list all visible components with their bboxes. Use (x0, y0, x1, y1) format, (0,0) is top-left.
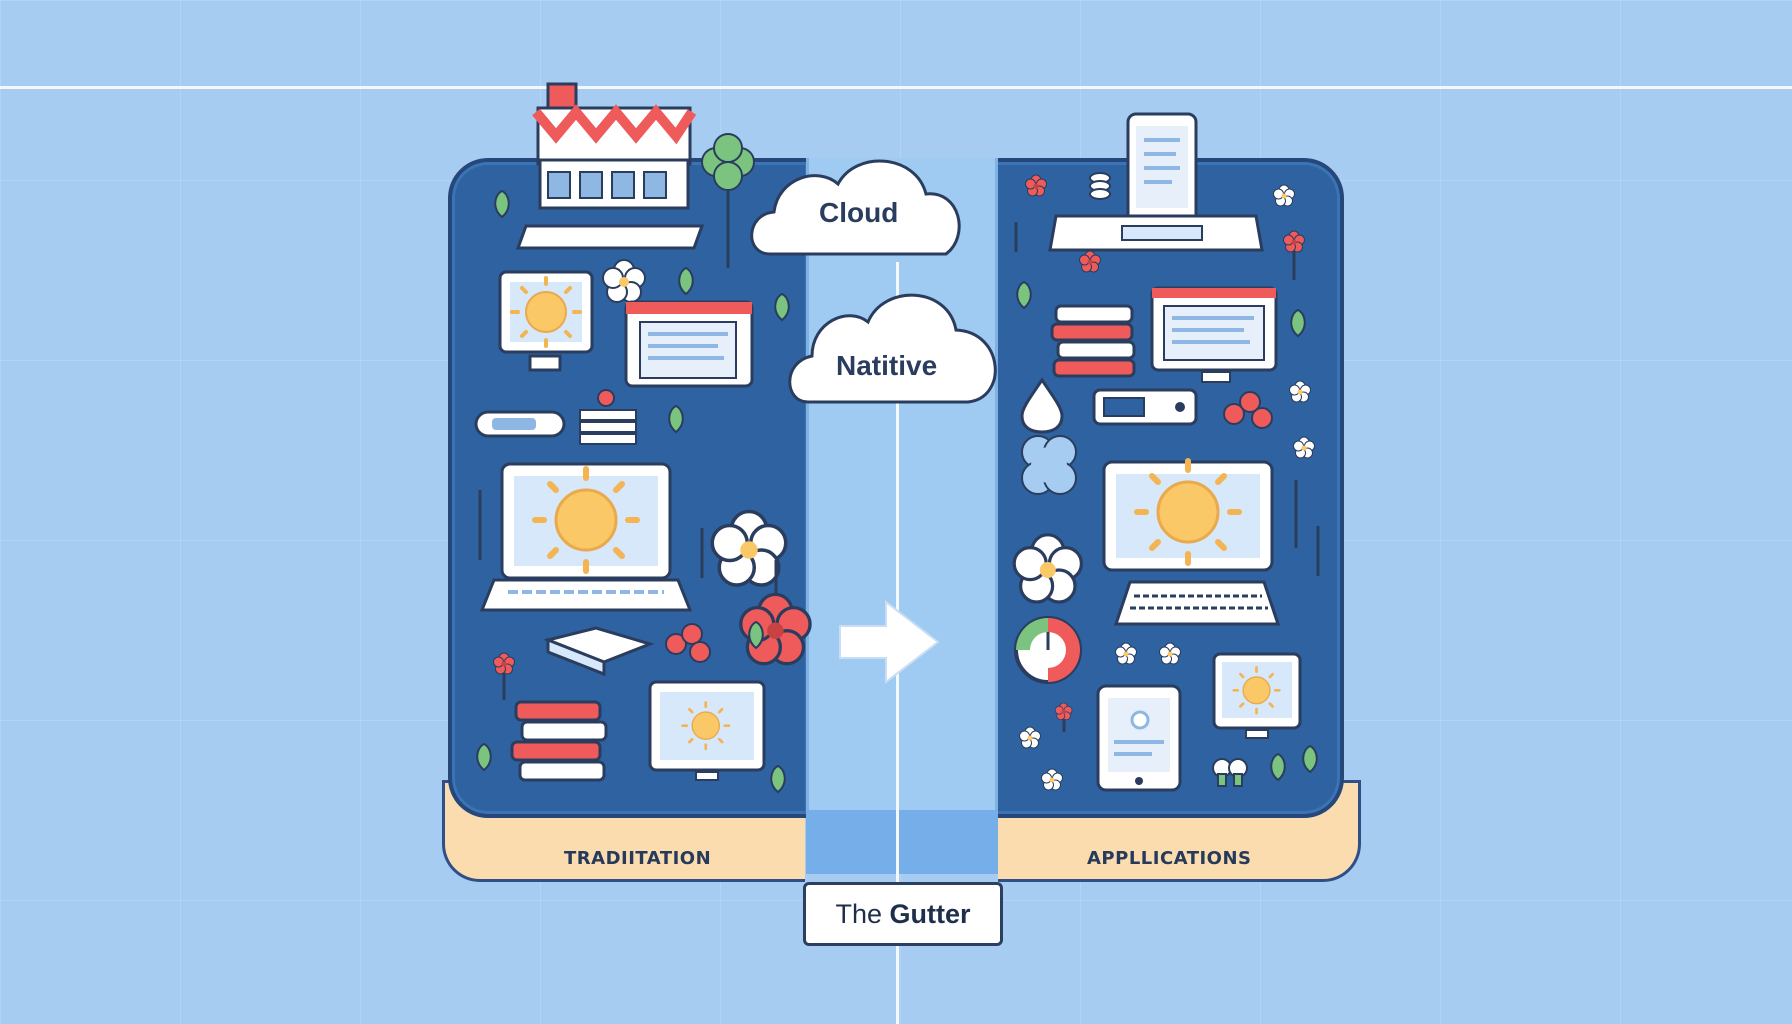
berries-icon (1223, 391, 1273, 429)
white-flower-icon (1012, 533, 1084, 604)
small-white-flower-icon (1019, 726, 1041, 749)
keyboard-icon (1113, 580, 1281, 626)
mushrooms-icon (1212, 758, 1248, 787)
monitor-icon (498, 270, 594, 372)
phone-dock-icon (1048, 214, 1264, 252)
red-flower-icon (1025, 174, 1047, 197)
leaf-icon (678, 267, 694, 295)
puffy-cloud-icon (1021, 435, 1077, 495)
berries-icon (665, 623, 711, 663)
red-flower-icon (493, 652, 515, 700)
leaf-icon (1290, 309, 1306, 337)
pie-chart-icon (1014, 616, 1082, 684)
cloud-icon (788, 293, 997, 404)
leaf-icon (774, 293, 790, 321)
water-drop-icon (1020, 377, 1064, 434)
red-flower-icon (1283, 230, 1305, 280)
gutter-channel (806, 158, 998, 874)
cloud-label: Cloud (819, 197, 899, 228)
native-label: Natitive (836, 350, 938, 381)
small-white-flower-icon (1115, 642, 1137, 665)
open-book-icon (543, 626, 655, 677)
gutter-label-prefix: The (835, 898, 882, 929)
tree-icon (701, 133, 755, 268)
storefront-icon (515, 82, 705, 250)
leaf-icon (770, 765, 786, 793)
tablet-icon (1096, 684, 1182, 792)
small-white-flower-icon (1293, 436, 1315, 459)
coin-stack-icon (1089, 172, 1111, 200)
small-white-flower-icon (602, 259, 646, 303)
traditional-label: TRADIITATION (564, 848, 712, 869)
leaf-icon (1016, 281, 1032, 309)
browser-window-icon (624, 300, 754, 388)
horizon-line (0, 86, 1792, 89)
small-white-flower-icon (1159, 642, 1181, 665)
browser-window-icon (1150, 286, 1278, 383)
leaf-icon (668, 405, 684, 433)
laptop-icon (1102, 461, 1274, 572)
book-stack-icon (510, 700, 608, 782)
book-stack-icon (1050, 304, 1136, 378)
smartphone-icon (1126, 112, 1198, 226)
monitor-icon (648, 680, 766, 781)
small-white-flower-icon (1041, 768, 1063, 791)
applications-label: APPLLICATIONS (1087, 848, 1252, 869)
large-red-flower-icon (739, 560, 812, 666)
gutter-label: The Gutter (803, 882, 1003, 946)
usb-device-icon (474, 410, 566, 438)
laptop-icon (479, 462, 693, 612)
leaf-icon (476, 743, 492, 771)
hard-drive-icon (1092, 388, 1198, 426)
cloud-icon (750, 159, 961, 256)
monitor-icon (1212, 652, 1302, 739)
red-flower-icon (1079, 250, 1101, 273)
small-white-flower-icon (1273, 184, 1295, 207)
leaf-icon (1302, 745, 1318, 773)
gutter-label-word: Gutter (889, 898, 971, 929)
leaf-icon (1270, 753, 1286, 781)
gutter-channel-base (806, 810, 998, 874)
leaf-icon (494, 190, 510, 218)
arrow-right-icon (839, 599, 940, 685)
server-stack-icon (579, 389, 637, 445)
small-white-flower-icon (1289, 380, 1311, 403)
red-flower-icon (1054, 702, 1073, 732)
